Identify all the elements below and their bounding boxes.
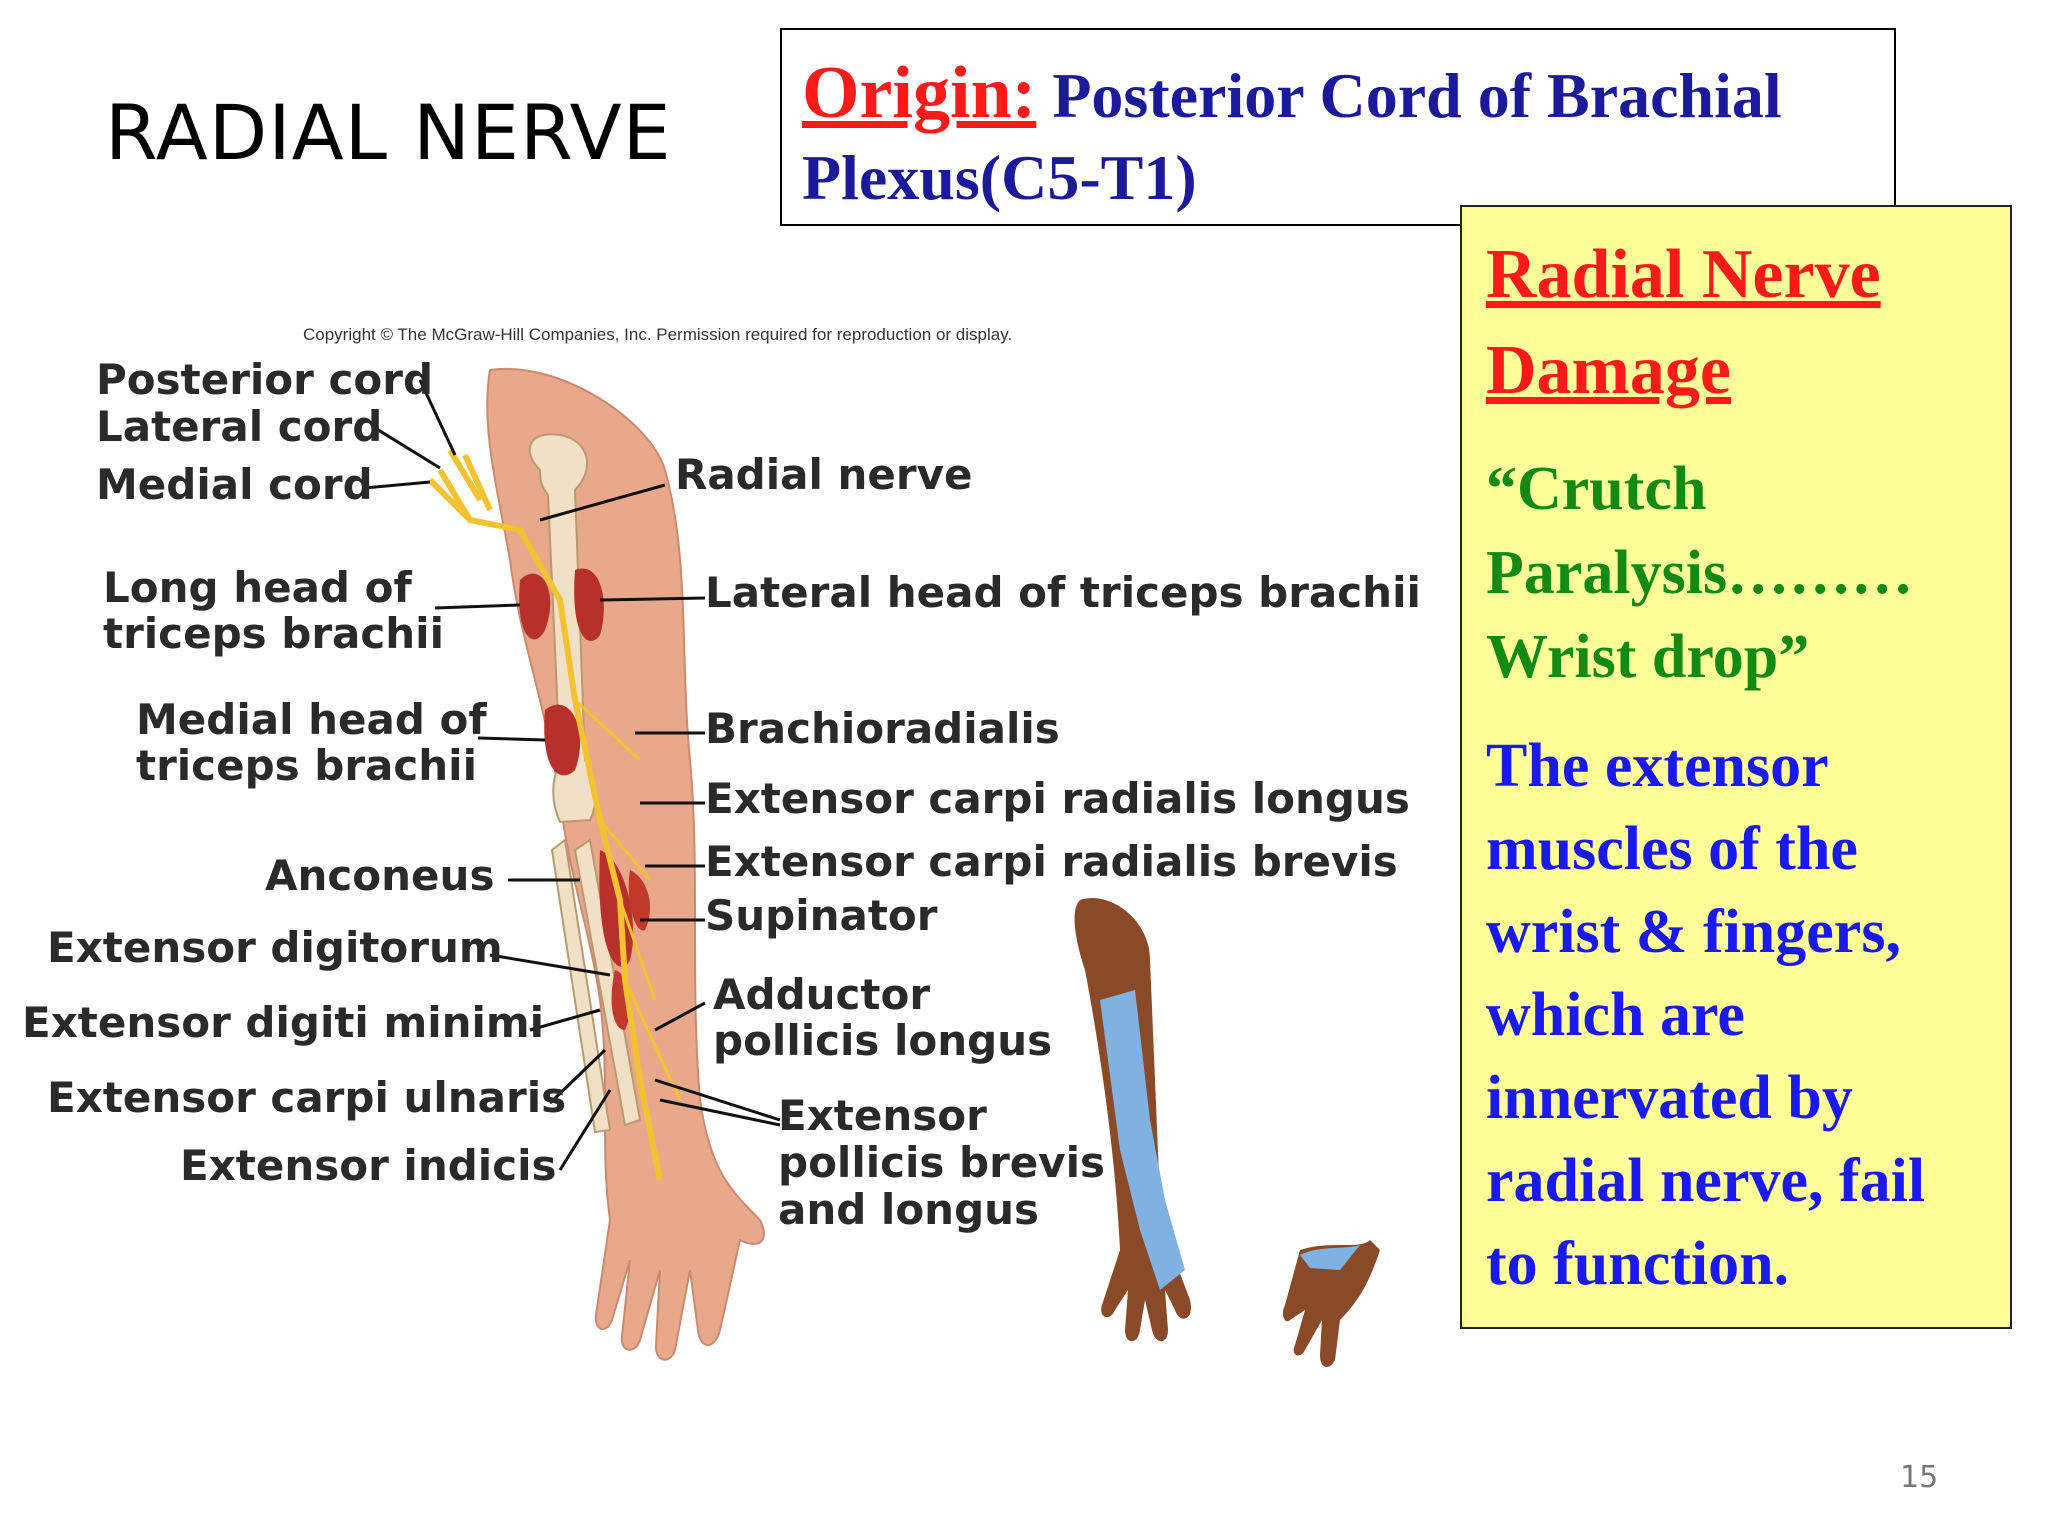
figure-copyright: Copyright © The McGraw-Hill Companies, I… <box>303 325 1013 344</box>
damage-title-line2: Damage <box>1486 332 1731 409</box>
damage-box: Radial Nerve Damage “Crutch Paralysis………… <box>1460 205 2012 1329</box>
label-brachioradialis: Brachioradialis <box>705 704 1060 753</box>
damage-quote-line3: Wrist drop” <box>1486 623 1810 691</box>
nerve-branches <box>573 698 682 1101</box>
label-medial-head-1: Medial head of <box>136 695 487 744</box>
origin-text-line1: Posterior Cord of Brachial <box>1052 60 1782 131</box>
label-ecr-longus: Extensor carpi radialis longus <box>705 774 1410 823</box>
label-lateral-cord: Lateral cord <box>96 402 383 451</box>
damage-quote-line2: Paralysis……… <box>1486 539 1914 607</box>
label-radial-nerve: Radial nerve <box>675 450 973 499</box>
damage-title-line1: Radial Nerve <box>1486 236 1881 313</box>
radial-nerve-path <box>437 468 663 1181</box>
label-anconeus: Anconeus <box>265 851 495 900</box>
label-medial-cord: Medial cord <box>96 460 373 509</box>
damage-desc-line: muscles of the <box>1486 815 1858 883</box>
label-epb-2: pollicis brevis <box>778 1138 1106 1187</box>
long-head-triceps <box>519 573 551 640</box>
label-extensor-indicis: Extensor indicis <box>180 1141 557 1190</box>
damage-desc-line: wrist & fingers, <box>1486 898 1901 966</box>
label-supinator: Supinator <box>705 891 938 940</box>
damage-desc-line: radial nerve, fail <box>1486 1147 1926 1215</box>
origin-box: Origin: Posterior Cord of Brachial Plexu… <box>780 28 1896 226</box>
damage-description: The extensor muscles of the wrist & fing… <box>1486 725 2010 1306</box>
label-epb-1: Extensor <box>778 1091 987 1140</box>
sensory-hand <box>1282 1240 1380 1367</box>
label-long-head-2: triceps brachii <box>103 609 444 658</box>
origin-text-line2: Plexus(C5-T1) <box>802 142 1197 213</box>
label-extensor-digitorum: Extensor digitorum <box>47 923 503 972</box>
label-adductor-1: Adductor <box>713 970 931 1019</box>
label-extensor-carpi-ulnaris: Extensor carpi ulnaris <box>47 1073 567 1122</box>
sensory-area-hand <box>1300 1245 1360 1270</box>
damage-desc-line: The extensor <box>1486 732 1829 800</box>
label-lateral-head: Lateral head of triceps brachii <box>705 568 1421 617</box>
forearm-muscles-2 <box>628 870 650 931</box>
sensory-area-arm <box>1100 990 1185 1290</box>
label-posterior-cord: Posterior cord <box>96 355 434 404</box>
label-long-head-1: Long head of <box>103 563 412 612</box>
label-ecr-brevis: Extensor carpi radialis brevis <box>705 837 1398 886</box>
label-epb-3: and longus <box>778 1185 1040 1234</box>
label-medial-head-2: triceps brachii <box>136 741 477 790</box>
page-number: 15 <box>1900 1460 1939 1495</box>
label-adductor-2: pollicis longus <box>713 1016 1053 1065</box>
slide-title: RADIAL NERVE <box>105 88 672 177</box>
damage-desc-line: which are <box>1486 981 1745 1049</box>
plexus-cords <box>427 448 493 523</box>
lateral-head-triceps <box>574 568 604 642</box>
damage-desc-line: innervated by <box>1486 1064 1853 1132</box>
origin-label: Origin: <box>802 52 1037 134</box>
leader-lines <box>364 379 781 1171</box>
medial-head-triceps <box>544 704 581 776</box>
label-extensor-digiti-minimi: Extensor digiti minimi <box>22 998 545 1047</box>
damage-desc-line: to function. <box>1486 1230 1790 1298</box>
damage-quote-line1: “Crutch <box>1486 455 1707 523</box>
damage-quote: “Crutch Paralysis……… Wrist drop” <box>1486 447 2010 699</box>
